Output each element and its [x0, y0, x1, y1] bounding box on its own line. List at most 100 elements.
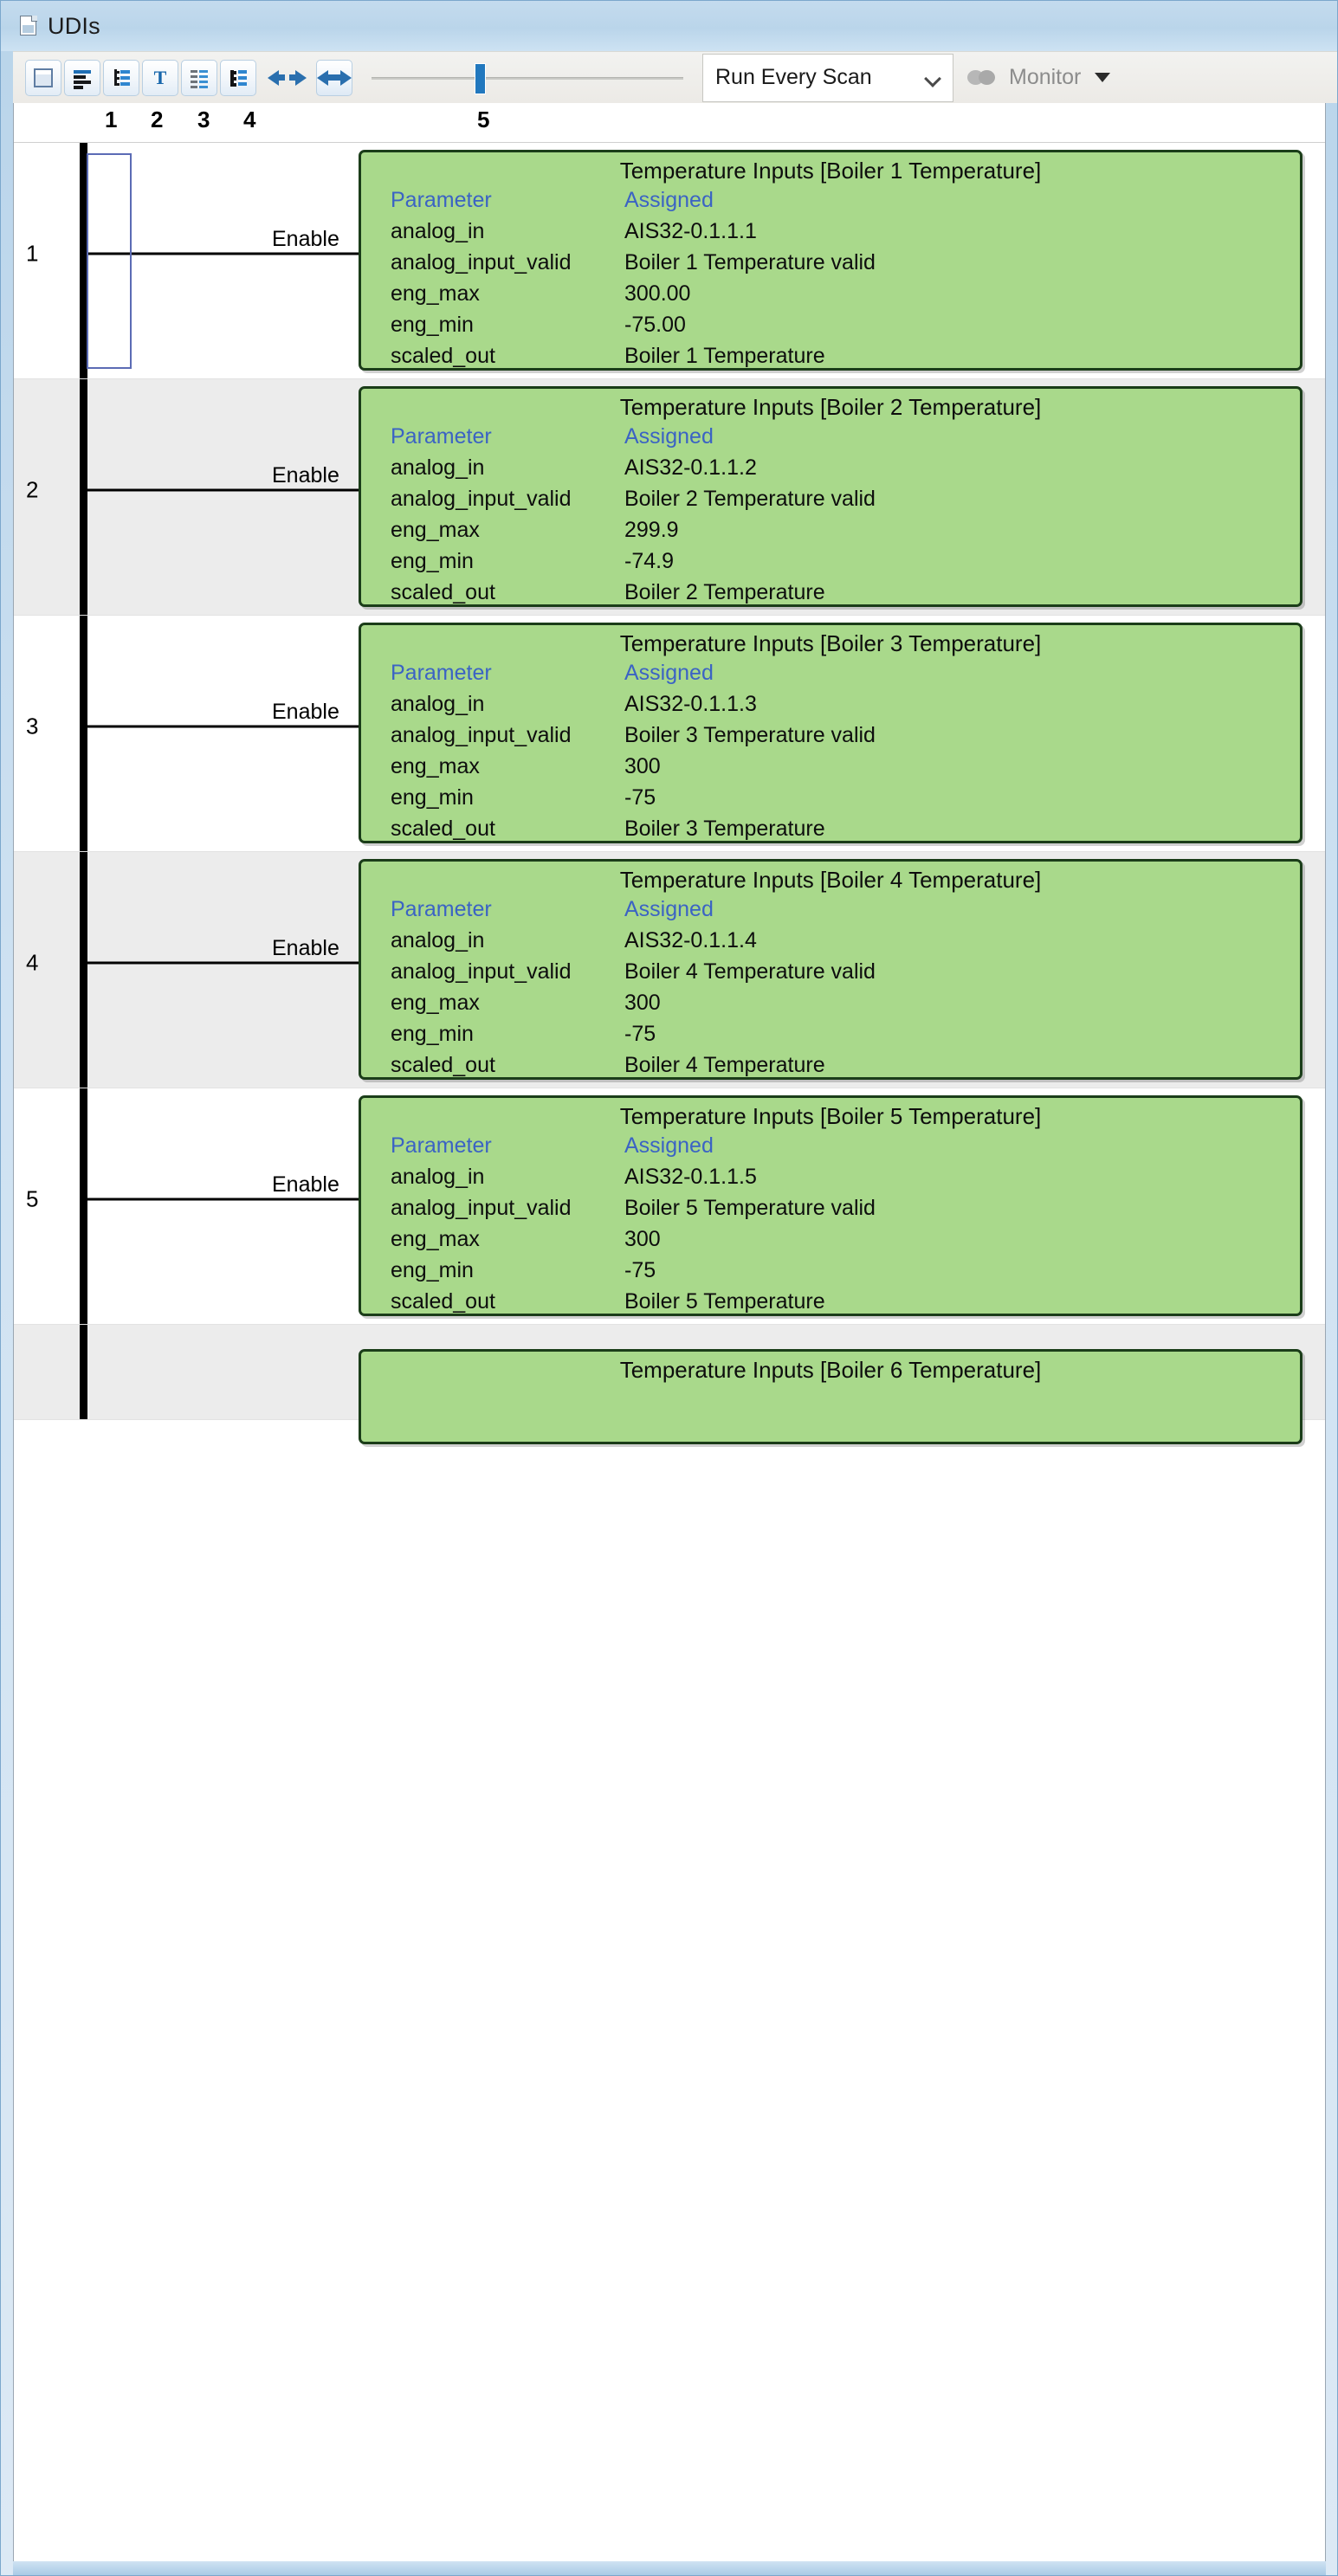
udi-block[interactable]: Temperature Inputs [Boiler 3 Temperature…: [359, 623, 1302, 843]
list-view-button[interactable]: [64, 59, 100, 96]
udi-parameter-name: scaled_out: [391, 580, 495, 604]
udi-parameter-row[interactable]: eng_min-75.00: [391, 313, 1300, 344]
udi-block-title: Temperature Inputs [Boiler 3 Temperature…: [619, 630, 1042, 656]
scan-mode-select[interactable]: Run Every Scan: [702, 53, 953, 102]
rung-number: 4: [26, 949, 39, 976]
udi-parameter-value: -75.00: [624, 313, 686, 337]
udi-parameter-value: 299.9: [624, 518, 679, 542]
enable-label: Enable: [272, 936, 339, 960]
rung-number: 1: [26, 240, 39, 267]
udi-parameter-name: analog_in: [391, 455, 485, 480]
udi-parameter-value: Boiler 5 Temperature valid: [624, 1196, 876, 1220]
column-header-parameter: Parameter: [391, 424, 492, 449]
udi-parameter-row[interactable]: analog_input_valid Boiler 5 Temperature v…: [391, 1196, 1300, 1227]
udi-block[interactable]: Temperature Inputs [Boiler 1 Temperature…: [359, 150, 1302, 371]
udi-parameter-row[interactable]: eng_min-75: [391, 785, 1300, 817]
column-header-parameter: Parameter: [391, 897, 492, 921]
glasses-icon: [967, 68, 1000, 87]
udi-parameter-name: analog_in: [391, 928, 485, 952]
udi-parameter-name: scaled_out: [391, 1289, 495, 1314]
udi-block[interactable]: Temperature Inputs [Boiler 2 Temperature…: [359, 386, 1302, 607]
udi-block-title: Temperature Inputs [Boiler 1 Temperature…: [619, 158, 1042, 184]
udi-parameter-name: scaled_out: [391, 817, 495, 841]
rung[interactable]: 3 Enable Temperature Inputs [Boiler 3 Temp…: [14, 616, 1325, 852]
ruler-tick: 4: [243, 107, 256, 132]
selection-box[interactable]: [87, 153, 132, 369]
left-right-arrows-icon[interactable]: [264, 60, 309, 96]
zoom-slider[interactable]: [372, 60, 683, 96]
rung-wire: [83, 1198, 359, 1201]
fit-width-icon[interactable]: [316, 59, 352, 96]
outline-view-button[interactable]: [220, 59, 256, 96]
udi-parameter-value: 300.00: [624, 281, 691, 306]
view-window-button[interactable]: [25, 59, 61, 96]
udi-block[interactable]: Temperature Inputs [Boiler 5 Temperature…: [359, 1095, 1302, 1316]
udi-parameter-value: AIS32-0.1.1.1: [624, 219, 757, 243]
udi-parameter-value: -75: [624, 1022, 656, 1046]
udi-parameter-name: eng_min: [391, 1258, 474, 1282]
rung-number: 5: [26, 1185, 39, 1212]
power-rail: [80, 1325, 87, 1419]
udi-block[interactable]: Temperature Inputs [Boiler 6 Temperature…: [359, 1349, 1302, 1444]
udi-parameter-name: eng_min: [391, 549, 474, 573]
rung-number: 3: [26, 713, 39, 739]
udi-parameter-name: scaled_out: [391, 344, 495, 368]
zoom-slider-thumb[interactable]: [474, 62, 486, 94]
enable-label: Enable: [272, 1172, 339, 1197]
scan-mode-value: Run Every Scan: [715, 65, 872, 89]
udi-parameter-value: Boiler 4 Temperature valid: [624, 959, 876, 984]
chevron-down-icon: [924, 69, 941, 87]
udi-block-title: Temperature Inputs [Boiler 5 Temperature…: [619, 1103, 1042, 1129]
udi-parameter-row[interactable]: eng_min -75: [391, 1258, 1300, 1289]
text-view-button[interactable]: T: [142, 59, 178, 96]
rung[interactable]: 4 Enable Temperature Inputs [Boiler 4 Temp…: [14, 852, 1325, 1088]
rung[interactable]: 5 Enable Temperature Inputs [Boiler 5 Temp…: [14, 1088, 1325, 1325]
rung[interactable]: Temperature Inputs [Boiler 6 Temperature…: [14, 1325, 1325, 1444]
udi-parameter-value: 300: [624, 754, 661, 778]
udi-parameter-value: Boiler 3 Temperature valid: [624, 723, 876, 747]
power-rail: [80, 852, 87, 1088]
detail-view-button[interactable]: [181, 59, 217, 96]
udi-parameter-row[interactable]: eng_min-74.9: [391, 549, 1300, 580]
enable-label: Enable: [272, 700, 339, 724]
monitor-button[interactable]: Monitor: [967, 65, 1111, 90]
udi-block[interactable]: Temperature Inputs [Boiler 4 Temperature…: [359, 859, 1302, 1080]
udi-parameter-name: analog_input_valid: [391, 487, 572, 511]
udi-parameter-name: analog_input_valid: [391, 1196, 572, 1220]
tree-view-button[interactable]: [103, 59, 139, 96]
column-header-assigned: Assigned: [624, 661, 714, 685]
udi-parameter-name: analog_in: [391, 1165, 485, 1189]
udi-parameter-row[interactable]: eng_min-75: [391, 1022, 1300, 1053]
udi-block-title: Temperature Inputs [Boiler 2 Temperature…: [619, 394, 1042, 420]
text-t-icon: T: [153, 66, 167, 88]
udi-parameter-value: -75: [624, 1258, 656, 1282]
caret-down-icon[interactable]: [1095, 73, 1111, 82]
column-header-parameter: Parameter: [391, 188, 492, 212]
